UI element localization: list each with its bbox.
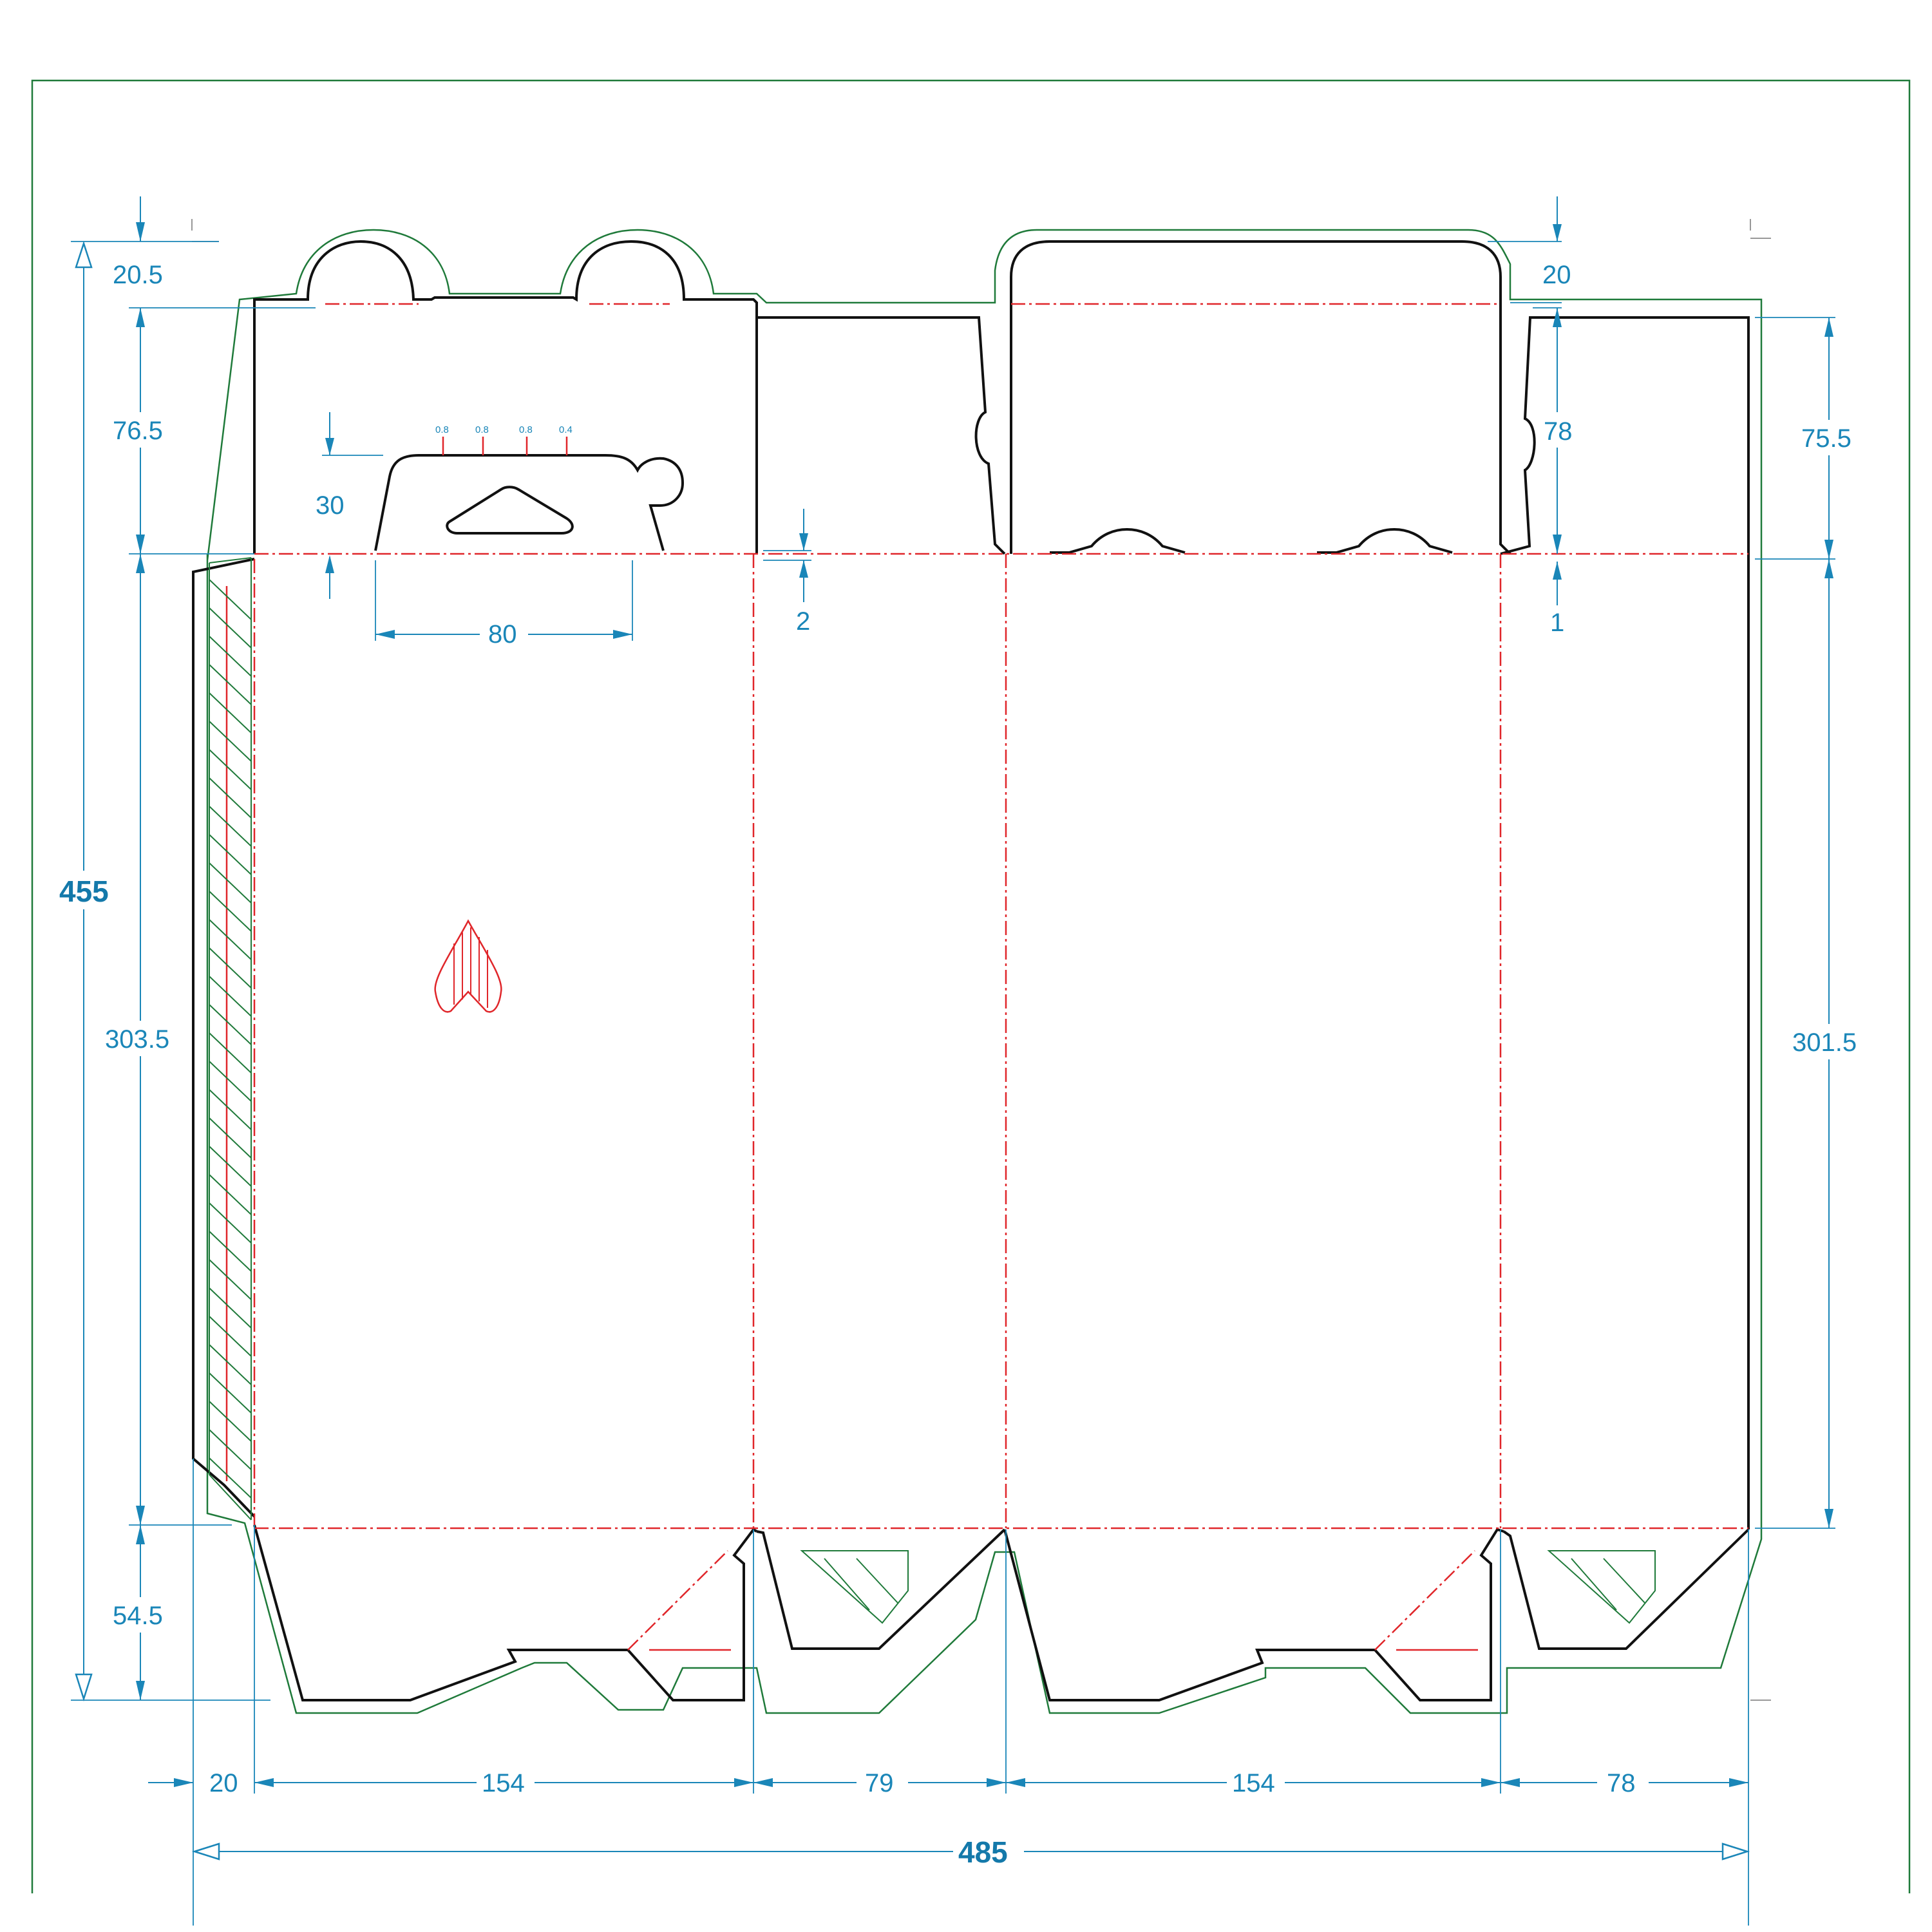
- panel-3-diag-fold: [1374, 1550, 1475, 1651]
- panel-1-top-flap: [253, 240, 758, 554]
- height-label-bg: [55, 871, 116, 909]
- offset-2-arrows: [799, 533, 808, 578]
- panel-3-lock-bump-right: [1317, 527, 1453, 554]
- hanger-width-ext: [375, 560, 633, 641]
- total-width-arrows: [191, 1842, 1750, 1861]
- panel-3-top-flap: [1010, 240, 1511, 555]
- lbl-bg-2: [103, 412, 174, 448]
- mark-2: 0.8: [475, 424, 489, 435]
- corner-mark-top-right: [1750, 219, 1771, 239]
- lbl-bg-1: [103, 254, 174, 290]
- right-body-label: 301.5: [1792, 1028, 1857, 1057]
- panel-1-bottom-flap: [253, 1524, 758, 1701]
- left-ext-top: [129, 307, 316, 554]
- far-right-ext: [1755, 317, 1835, 1529]
- glue-flap-width-label: 20: [209, 1769, 238, 1797]
- bottom-ext-lines: [193, 1459, 1749, 1926]
- total-width-label: 485: [958, 1835, 1008, 1869]
- mark-3: 0.8: [519, 424, 533, 435]
- hanger-tab: [374, 454, 685, 551]
- right-flap-78-label: 78: [1544, 417, 1573, 446]
- bottom-window-right: [1547, 1550, 1656, 1624]
- glue-flap: [192, 558, 256, 1518]
- lbl-bg-5: [1536, 412, 1581, 448]
- glue-area-hatch: [209, 557, 252, 1520]
- left-bottom-height-label: 54.5: [113, 1602, 163, 1630]
- lbl-bg-3: [100, 1021, 187, 1056]
- corner-mark-top-left: [191, 219, 219, 242]
- panel-1-width-label: 154: [482, 1769, 525, 1797]
- mark-1: 0.8: [435, 424, 449, 435]
- hanger-perf-marks: [442, 437, 568, 455]
- panel-4-bottom-flap: [1502, 1528, 1750, 1650]
- left-body-height-label: 303.5: [105, 1025, 169, 1054]
- panel-2-top-flap: [755, 316, 1006, 555]
- bleed-outline: [206, 229, 1763, 1714]
- panel-2-bottom-flap: [756, 1528, 1006, 1650]
- bottom-window-left: [800, 1550, 909, 1624]
- total-height-label: 455: [59, 875, 109, 908]
- right-tab-label: 20: [1542, 261, 1571, 289]
- panel-2-width-label: 79: [865, 1769, 894, 1797]
- left-flap-height-label: 76.5: [113, 417, 163, 445]
- right-flap-label: 75.5: [1801, 424, 1852, 453]
- left-tab-height-label: 20.5: [113, 261, 163, 289]
- lbl-bg-7: [1787, 1024, 1871, 1059]
- lbl-bg-4: [103, 1597, 174, 1633]
- panel-4-top-flap: [1500, 316, 1750, 555]
- hanger-width-label: 80: [488, 620, 517, 649]
- panel-3-bottom-flap: [1003, 1528, 1504, 1701]
- height-ext-lines: [71, 241, 270, 1701]
- height-arrows: [75, 240, 93, 1702]
- hanger-height-label: 30: [316, 491, 345, 520]
- panel-1-diag-fold: [627, 1550, 728, 1651]
- panel-3-lock-bump-left: [1050, 527, 1186, 554]
- drawing-frame: [31, 79, 1911, 1893]
- hanger-hole: [446, 486, 574, 535]
- offset-2-label: 2: [796, 607, 810, 636]
- far-right-arrows: [1824, 317, 1833, 1528]
- offset-1-label: 1: [1550, 609, 1564, 637]
- lbl-bg-6: [1797, 420, 1868, 455]
- panel-4-width-label: 78: [1607, 1769, 1636, 1797]
- mark-4: 0.4: [559, 424, 573, 435]
- offset-2-ext: [763, 550, 811, 561]
- panel-3-width-label: 154: [1232, 1769, 1275, 1797]
- grain-direction-icon: [434, 919, 502, 1013]
